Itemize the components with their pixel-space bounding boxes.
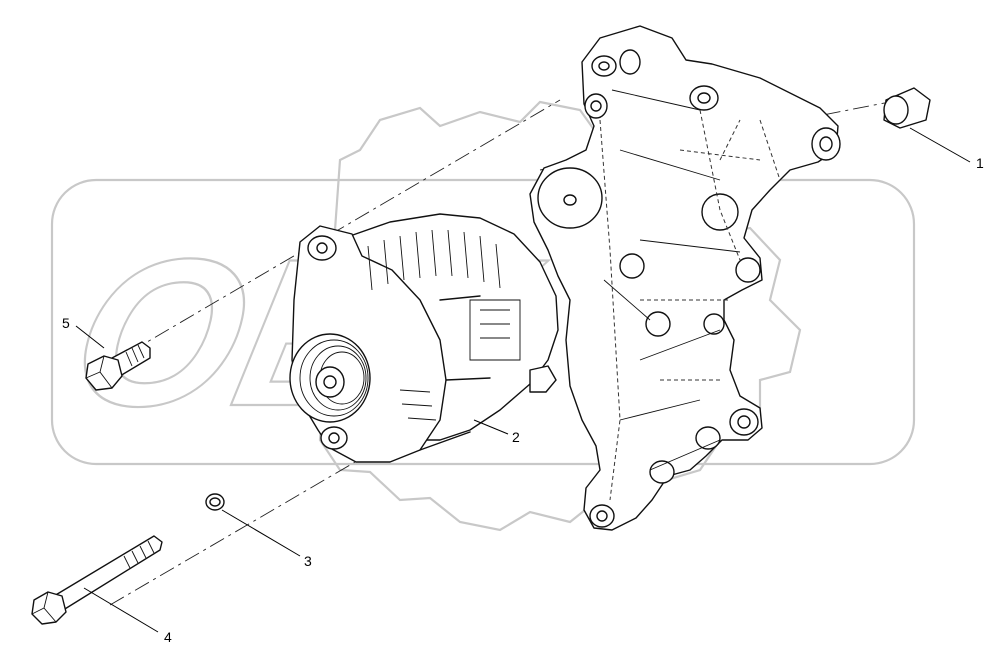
watermark-frame [50, 178, 916, 466]
callout-4: 4 [164, 629, 172, 645]
callout-3: 3 [304, 553, 312, 569]
bushing [883, 87, 931, 129]
callout-5: 5 [62, 315, 70, 331]
washer [205, 493, 225, 511]
mounting-bracket [529, 25, 841, 531]
leader-lines [75, 127, 971, 633]
callout-2: 2 [512, 429, 520, 445]
watermark-gear [318, 100, 802, 532]
long-bolt [31, 535, 163, 625]
short-bolt [85, 341, 151, 391]
alternator [289, 213, 559, 463]
callout-1: 1 [976, 155, 984, 171]
